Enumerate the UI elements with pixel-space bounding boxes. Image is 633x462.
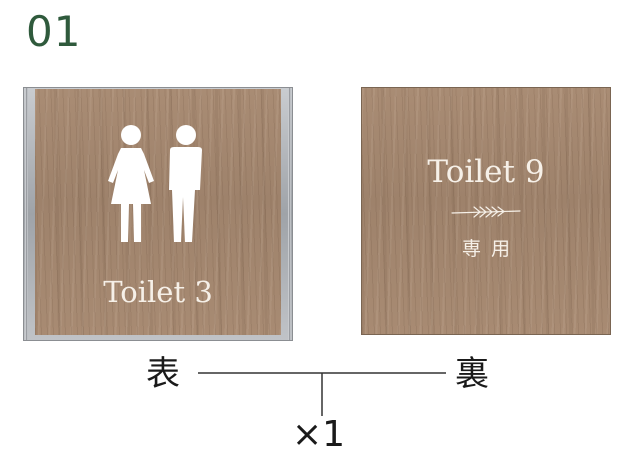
back-sign-name: Toilet 9 — [427, 154, 545, 190]
item-number: 01 — [26, 7, 82, 56]
back-sign: Toilet 9 専用 — [362, 88, 610, 334]
back-side-label: 裏 — [455, 354, 489, 394]
restroom-man-woman-icon — [108, 125, 202, 242]
front-sign: Toilet 3 — [24, 88, 292, 340]
frame-rail-left — [25, 88, 28, 340]
quantity-label: ×1 — [292, 414, 346, 455]
front-wood-panel: Toilet 3 — [35, 89, 281, 335]
front-sign-name: Toilet 3 — [103, 275, 213, 309]
leaf-sprig-icon — [451, 206, 521, 218]
exclusive-label: 専用 — [461, 238, 520, 260]
front-side-label: 表 — [146, 354, 180, 394]
frame-rail-right — [288, 88, 291, 340]
